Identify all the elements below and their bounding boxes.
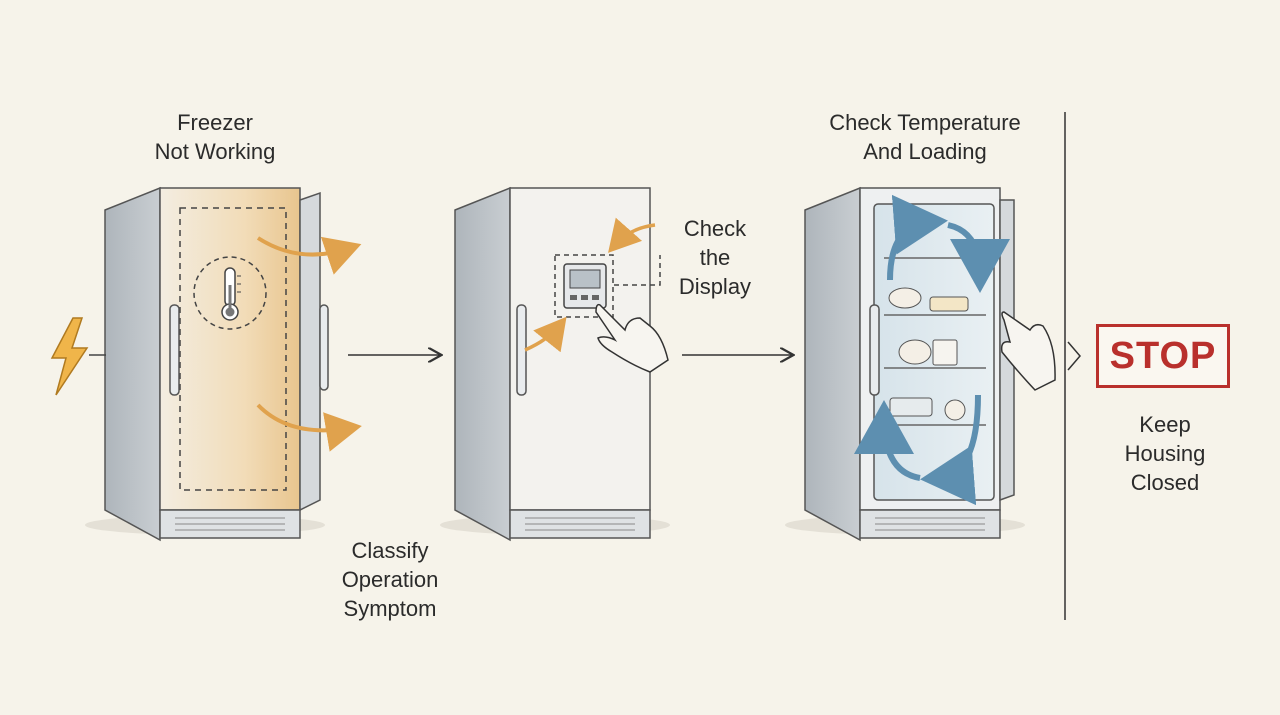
freezer-1: [85, 186, 362, 542]
stop-label: STOP: [1109, 334, 1217, 377]
hand-icon: [1000, 311, 1056, 391]
step-check-temperature: Check Temperature And Loading: [829, 110, 1021, 164]
freezer-2: [440, 186, 670, 542]
divider-chevron: [1067, 341, 1081, 371]
airflow-arrows-icon: [256, 236, 362, 452]
hand-icon: [595, 303, 669, 373]
freezer-3: [785, 186, 1056, 542]
step-check-display: Check the Display: [678, 216, 752, 299]
step-freezer-not-working: Freezer Not Working: [154, 110, 276, 164]
step-keep-housing-closed: Keep Housing Closed: [1124, 412, 1206, 495]
step-classify-symptom: Classify Operation Symptom: [341, 538, 439, 621]
lightning-bolt-icon: [50, 317, 106, 396]
airflow-arrows-icon: [854, 194, 1010, 506]
thermometer-icon: [193, 256, 267, 330]
stop-sign: STOP: [1096, 324, 1230, 388]
control-display-icon: [554, 254, 614, 318]
